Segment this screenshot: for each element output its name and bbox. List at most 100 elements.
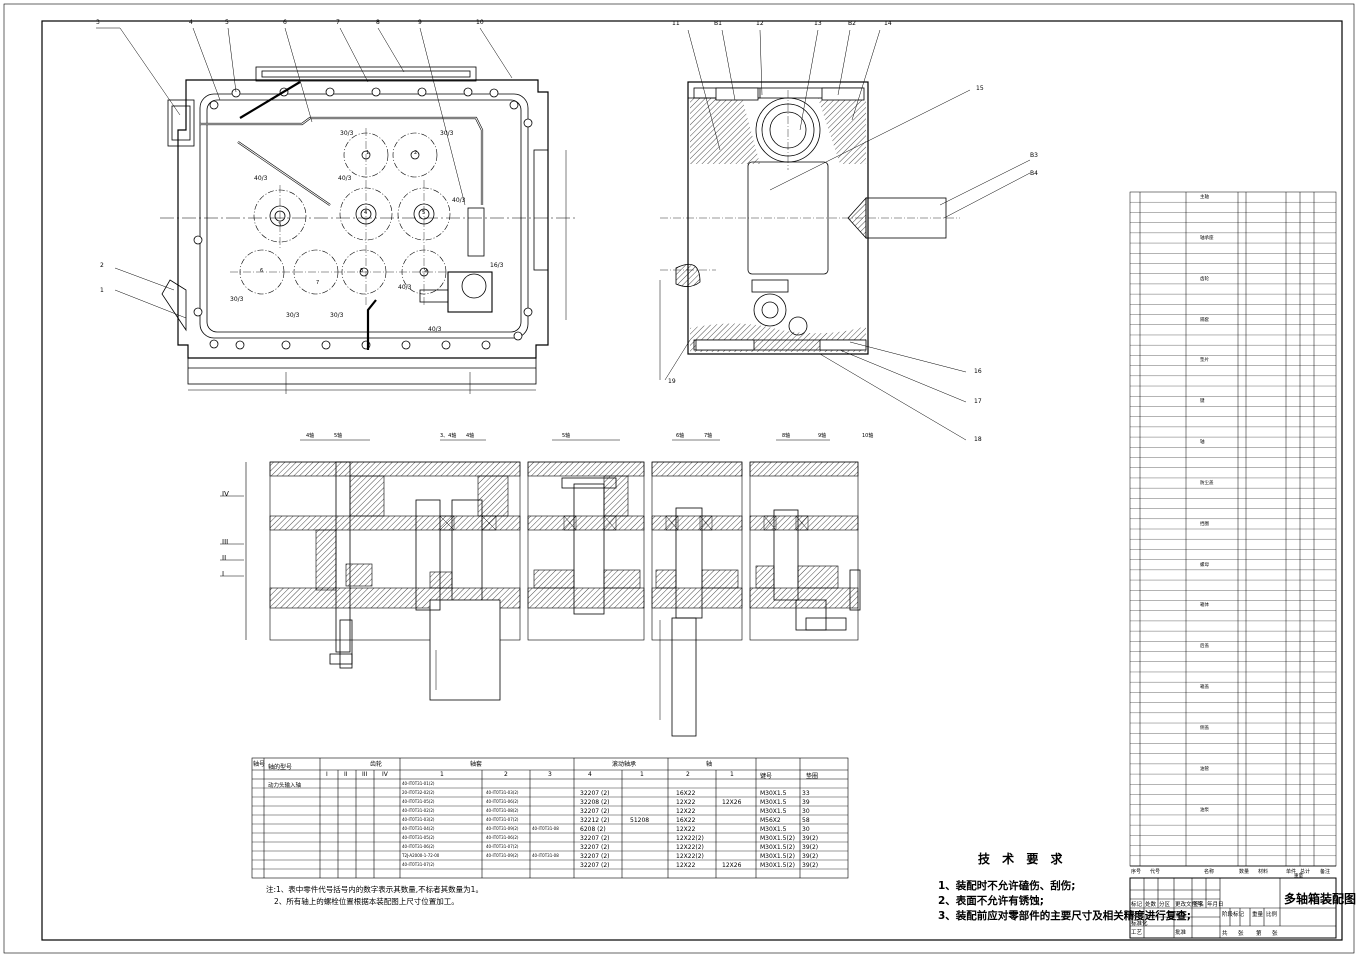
table-group-header: 轴号 xyxy=(253,761,266,768)
table-cell: 32208 (2) xyxy=(580,799,610,806)
shaft-number: 9 xyxy=(424,268,428,274)
callout-number: 9 xyxy=(418,19,422,26)
section-header: 4轴 xyxy=(306,433,315,439)
gear-label: 40/3 xyxy=(452,197,466,204)
callout-number: 17 xyxy=(974,398,982,405)
callout-number: 4 xyxy=(189,19,193,26)
gear-label: 40/3 xyxy=(398,284,412,291)
table-cell: 16X22 xyxy=(676,817,696,824)
table-sub-header: 1 xyxy=(440,771,444,778)
table-cell: 32207 (2) xyxy=(580,790,610,797)
table-cell: 33 xyxy=(802,790,810,797)
parts-item-name: 油泵 xyxy=(1200,807,1209,813)
table-cell: 32207 (2) xyxy=(580,808,610,815)
table-cell: 58 xyxy=(802,817,810,824)
section-header: 8轴 xyxy=(782,433,791,439)
callout-number: 10 xyxy=(476,19,484,26)
sheet-inner-border xyxy=(41,20,1343,941)
parts-list-grid xyxy=(1129,191,1337,879)
table-cell: 40-IT0T31-03(2) xyxy=(486,790,519,795)
gear-label: 40/3 xyxy=(428,326,442,333)
callout-number: 14 xyxy=(884,20,892,27)
parts-footer-sub: 重量 xyxy=(1294,874,1303,879)
callout-number: B2 xyxy=(848,20,856,27)
technical-requirement-3: 3、装配前应对零部件的主要尺寸及相关精度进行复查; xyxy=(938,910,1192,922)
section-header: 7轴 xyxy=(704,433,713,439)
table-group-header: 轴 xyxy=(706,761,713,768)
table-sub-header: 3 xyxy=(548,771,552,778)
title-block-label: 阶段标记 xyxy=(1222,912,1245,918)
section-header: 3、4轴 xyxy=(440,433,457,439)
callout-number: 8 xyxy=(376,19,380,26)
technical-requirements-heading: 技 术 要 求 xyxy=(978,852,1067,866)
parts-footer-header: 总计 xyxy=(1300,869,1311,875)
table-cell: 12X22(2) xyxy=(676,844,704,851)
parts-item-name: 侧盖 xyxy=(1200,726,1209,732)
gear-label: 30/3 xyxy=(340,130,354,137)
parts-item-name: 油管 xyxy=(1200,766,1209,772)
shaft-number: 3 xyxy=(278,222,282,228)
parts-item-name: 键 xyxy=(1200,399,1205,405)
table-cell: 40-IT0T31-06(2) xyxy=(486,799,519,804)
title-block-label: 年月日 xyxy=(1207,902,1224,908)
gear-label: 40/3 xyxy=(338,175,352,182)
parts-footer-header: 单件 xyxy=(1286,869,1297,875)
callout-number: B4 xyxy=(1030,170,1038,177)
table-group-header: 滚动轴承 xyxy=(612,761,637,768)
table-cell: M30X1.5(2) xyxy=(760,853,795,860)
callout-number: B1 xyxy=(714,20,722,27)
table-cell: 40-IT0T31-09(2) xyxy=(486,853,519,858)
parts-footer-header: 备注 xyxy=(1320,869,1331,875)
table-cell: 12X22(2) xyxy=(676,835,704,842)
table-group-header: 轴的型号 xyxy=(268,764,293,771)
table-cell: 32207 (2) xyxy=(580,853,610,860)
level-label: IV xyxy=(222,490,229,498)
table-cell: 12X26 xyxy=(722,799,742,806)
parts-item-name: 轴 xyxy=(1200,440,1205,446)
table-cell: 12X22 xyxy=(676,799,696,806)
section-header: 5轴 xyxy=(562,433,571,439)
table-cell: M30X1.5 xyxy=(760,826,787,833)
title-block-label: 张 xyxy=(1238,931,1244,937)
title-block-label: 设计 xyxy=(1131,912,1143,918)
section-header: 5轴 xyxy=(334,433,343,439)
table-sub-header: I xyxy=(326,771,328,778)
table-sub-header: IV xyxy=(382,771,388,778)
sheet-outer-border xyxy=(3,3,1355,954)
parts-footer-header: 序号 xyxy=(1131,869,1142,875)
table-cell: 39(2) xyxy=(802,853,819,860)
table-group-header: 键号 xyxy=(760,773,773,780)
table-sub-header: 1 xyxy=(730,771,734,778)
parts-item-name: 轴承座 xyxy=(1200,235,1214,241)
front-view xyxy=(96,27,578,394)
parts-item-name: 箱盖 xyxy=(1200,685,1209,691)
table-sub-header: 4 xyxy=(588,771,592,778)
gear-label: 16/3 xyxy=(490,262,504,269)
level-label: I xyxy=(222,570,225,578)
callout-number: 12 xyxy=(756,20,764,27)
table-cell: 51208 xyxy=(630,817,650,824)
title-block-label: 处数 xyxy=(1145,902,1157,908)
table-cell: M30X1.5 xyxy=(760,799,787,806)
parts-item-name: 螺母 xyxy=(1200,562,1209,568)
gear-label: 30/3 xyxy=(440,130,454,137)
callout-number: 15 xyxy=(976,85,984,92)
title-block-grid xyxy=(1129,877,1337,939)
parts-footer-header: 代号 xyxy=(1150,869,1161,875)
title-block-label: 标记 xyxy=(1131,902,1143,908)
title-block-label: 张 xyxy=(1272,931,1278,937)
shaft-number: 7 xyxy=(316,280,320,286)
title-block-label: 批准 xyxy=(1175,930,1187,936)
table-cell: 12X26 xyxy=(722,862,742,869)
table-cell: 40-IT0T31-05(2) xyxy=(402,799,435,804)
gear-label: 40/3 xyxy=(254,175,268,182)
title-block-label: 共 xyxy=(1222,931,1228,937)
parts-footer-header: 名称 xyxy=(1204,869,1215,875)
table-cell: 40-IT0T31-01(2) xyxy=(402,781,435,786)
parts-item-name: 垫片 xyxy=(1200,358,1209,364)
parts-item-name: 隔套 xyxy=(1200,317,1209,323)
section-header: 9轴 xyxy=(818,433,827,439)
table-cell: 32207 (2) xyxy=(580,862,610,869)
table-cell: 6208 (2) xyxy=(580,826,606,833)
table-cell: 12X22 xyxy=(676,862,696,869)
